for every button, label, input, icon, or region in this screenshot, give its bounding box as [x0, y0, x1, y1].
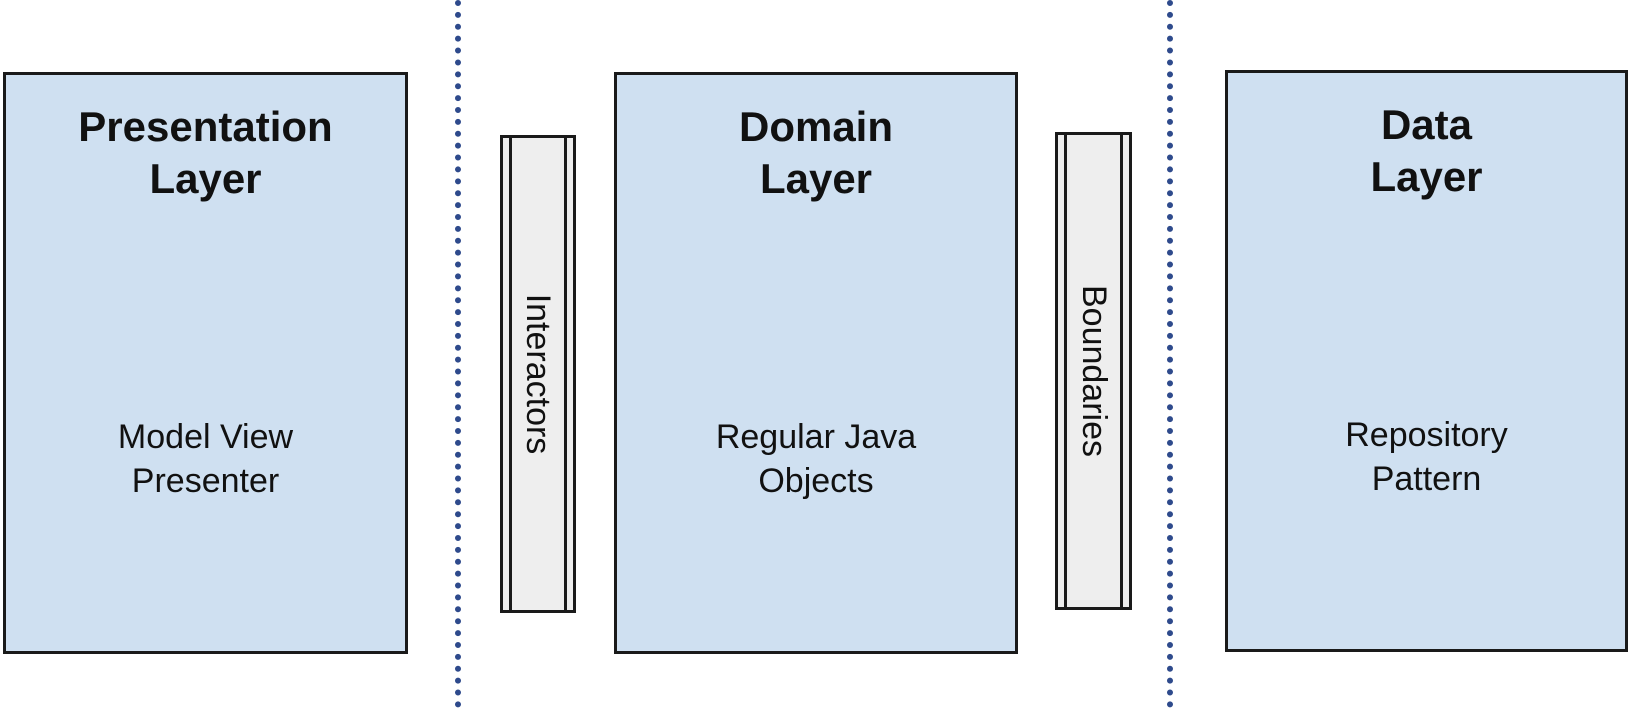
interactors-connector: Interactors [500, 135, 576, 613]
domain-layer-subtitle: Regular Java Objects [715, 418, 917, 500]
dotted-divider-left [455, 0, 461, 708]
presentation-layer-title: Presentation Layer [78, 103, 333, 202]
domain-layer-title: Domain Layer [738, 103, 893, 202]
data-layer-box: Data Layer Repository Pattern [1225, 70, 1628, 652]
dotted-divider-right [1167, 0, 1173, 708]
data-layer-subtitle: Repository Pattern [1345, 416, 1508, 498]
data-layer-title: Data Layer [1370, 101, 1483, 200]
presentation-layer-subtitle: Model View Presenter [117, 418, 294, 500]
boundaries-connector: Boundaries [1055, 132, 1132, 610]
domain-layer-box: Domain Layer Regular Java Objects [614, 72, 1018, 654]
presentation-layer-box: Presentation Layer Model View Presenter [3, 72, 408, 654]
boundaries-label: Boundaries [1074, 284, 1113, 458]
interactors-label: Interactors [519, 293, 557, 455]
